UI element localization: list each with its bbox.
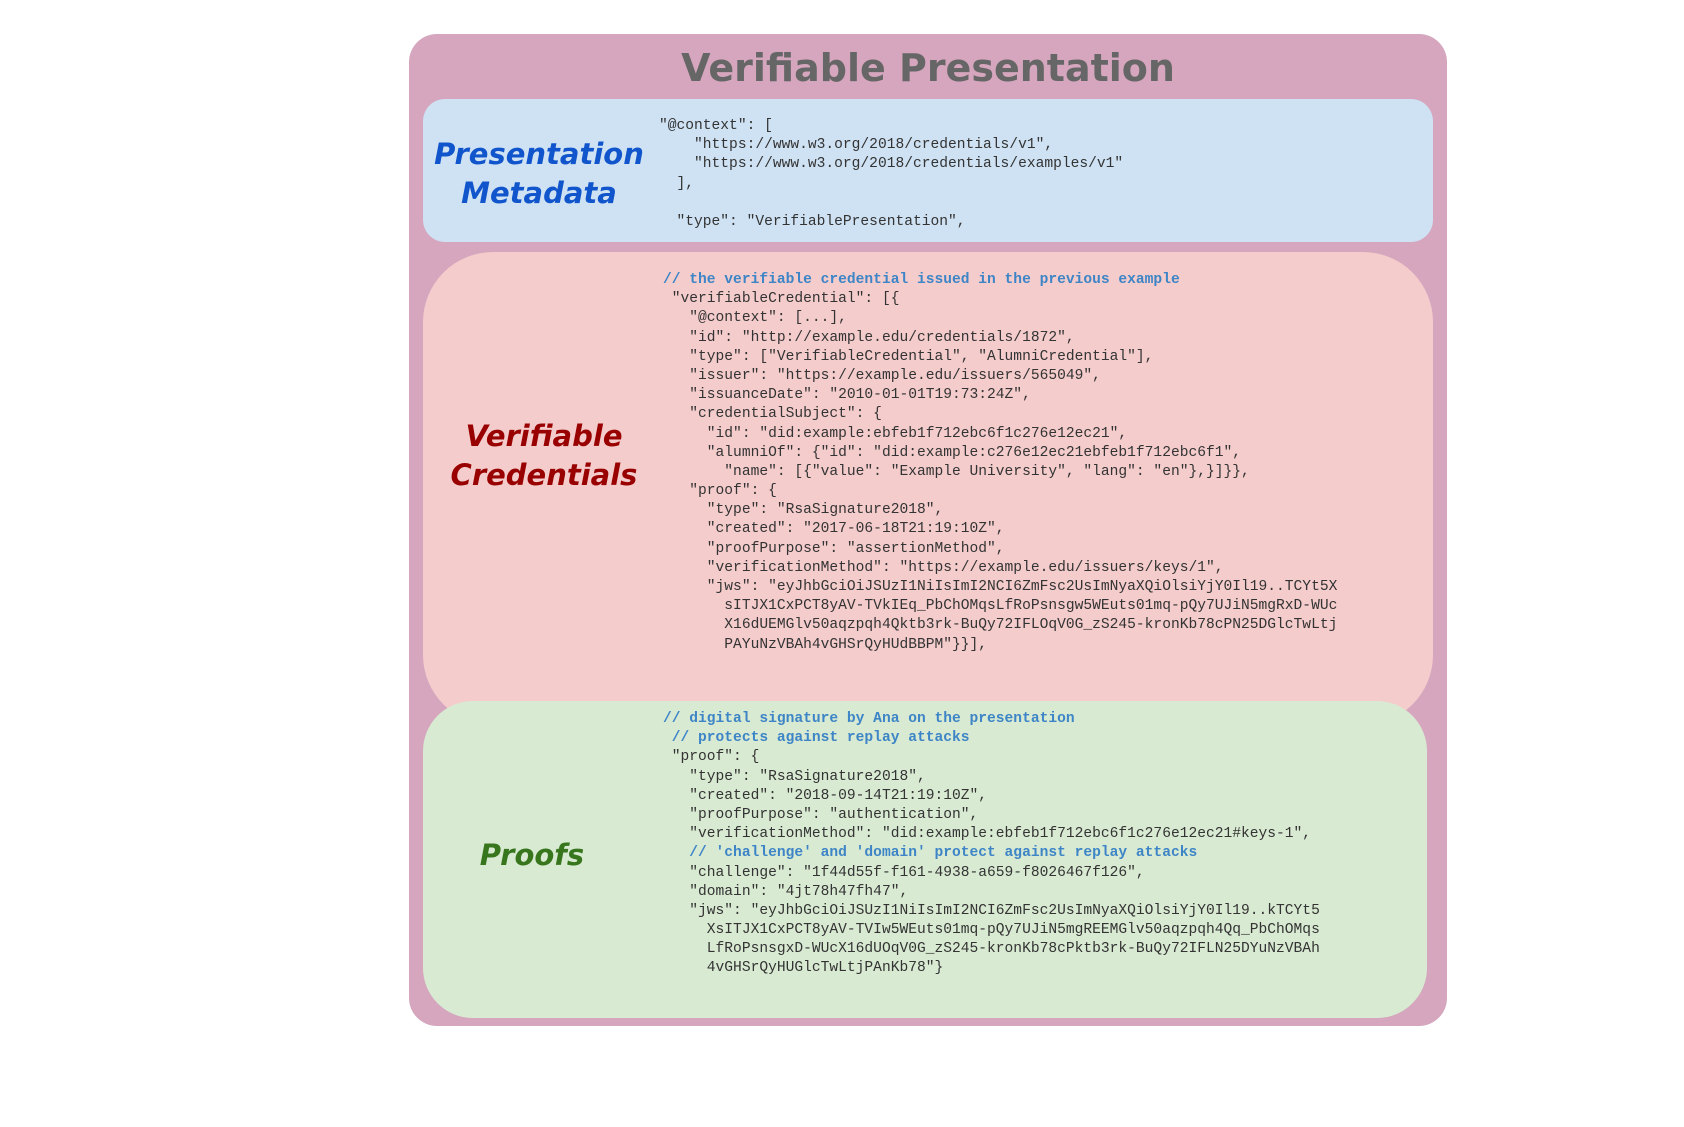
code-line: "jws": "eyJhbGciOiJSUzI1NiIsImI2NCI6ZmFs… xyxy=(663,902,1320,919)
verifiable-credentials-code: // the verifiable credential issued in t… xyxy=(663,271,1337,655)
code-comment-line: // 'challenge' and 'domain' protect agai… xyxy=(663,845,1198,862)
code-comment-line: // digital signature by Ana on the prese… xyxy=(663,711,1075,727)
code-line: "alumniOf": {"id": "did:example:c276e12e… xyxy=(663,444,1242,461)
presentation-metadata-panel: Presentation Metadata "@context": [ "htt… xyxy=(423,99,1433,242)
code-line xyxy=(659,194,1123,213)
code-comment-line: // the verifiable credential issued in t… xyxy=(663,272,1180,288)
code-line: "created": "2018-09-14T21:19:10Z", xyxy=(663,787,988,804)
verifiable-credentials-panel: Verifiable Credentials // the verifiable… xyxy=(423,252,1433,725)
presentation-metadata-code: "@context": [ "https://www.w3.org/2018/c… xyxy=(659,117,1123,232)
verifiable-credentials-label: Verifiable Credentials xyxy=(450,419,638,492)
code-line: "@context": [ xyxy=(659,118,773,134)
code-line: "id": "http://example.edu/credentials/18… xyxy=(663,329,1075,346)
proofs-code: // digital signature by Ana on the prese… xyxy=(663,710,1320,979)
code-line: "name": [{"value": "Example University",… xyxy=(663,463,1250,480)
code-line: "type": "VerifiablePresentation", xyxy=(659,213,966,230)
code-line: LfRoPsnsgxD-WUcX16dUOqV0G_zS245-kronKb78… xyxy=(663,941,1320,958)
presentation-metadata-label: Presentation Metadata xyxy=(434,137,644,210)
code-line: "type": "RsaSignature2018", xyxy=(663,768,926,785)
code-comment-line: // protects against replay attacks xyxy=(663,730,970,747)
code-line: ], xyxy=(659,175,695,192)
verifiable-presentation-container: Verifiable Presentation Presentation Met… xyxy=(409,34,1447,1026)
code-line: "https://www.w3.org/2018/credentials/v1"… xyxy=(659,137,1054,154)
code-line: "credentialSubject": { xyxy=(663,406,882,423)
code-line: "verificationMethod": "https://example.e… xyxy=(663,559,1224,576)
code-line: "proof": { xyxy=(663,483,777,500)
code-line: "jws": "eyJhbGciOiJSUzI1NiIsImI2NCI6ZmFs… xyxy=(663,579,1338,595)
code-line: "domain": "4jt78h47fh47", xyxy=(663,883,909,900)
proofs-label: Proofs xyxy=(479,838,585,872)
code-line: sITJX1CxPCT8yAV-TVkIEq_PbChOMqsLfRoPsnsg… xyxy=(663,598,1338,615)
code-line: X16dUEMGlv50aqzpqh4Qktb3rk-BuQy72IFLOqV0… xyxy=(663,617,1338,634)
code-line: "verifiableCredential": [{ xyxy=(663,291,900,308)
code-line: "verificationMethod": "did:example:ebfeb… xyxy=(663,826,1312,843)
code-line: "proofPurpose": "authentication", xyxy=(663,806,979,823)
code-line: "created": "2017-06-18T21:19:10Z", xyxy=(663,521,1005,538)
code-line: "issuer": "https://example.edu/issuers/5… xyxy=(663,367,1101,384)
code-line: "proofPurpose": "assertionMethod", xyxy=(663,540,1005,557)
code-line: "proof": { xyxy=(663,749,760,766)
code-line: "type": "RsaSignature2018", xyxy=(663,502,944,519)
code-line: PAYuNzVBAh4vGHSrQyHUdBBPM"}}], xyxy=(663,636,988,653)
code-line: "issuanceDate": "2010-01-01T19:73:24Z", xyxy=(663,387,1031,404)
code-line: "type": ["VerifiableCredential", "Alumni… xyxy=(663,348,1154,365)
proofs-panel: Proofs // digital signature by Ana on th… xyxy=(423,701,1427,1018)
code-line: "id": "did:example:ebfeb1f712ebc6f1c276e… xyxy=(663,425,1128,442)
code-line: "@context": [...], xyxy=(663,310,847,327)
code-line: 4vGHSrQyHUGlcTwLtjPAnKb78"} xyxy=(663,960,944,977)
code-line: "challenge": "1f44d55f-f161-4938-a659-f8… xyxy=(663,864,1145,881)
diagram-title: Verifiable Presentation xyxy=(681,46,1175,90)
code-line: XsITJX1CxPCT8yAV-TVIw5WEuts01mq-pQy7UJiN… xyxy=(663,922,1320,939)
code-line: "https://www.w3.org/2018/credentials/exa… xyxy=(659,156,1124,173)
